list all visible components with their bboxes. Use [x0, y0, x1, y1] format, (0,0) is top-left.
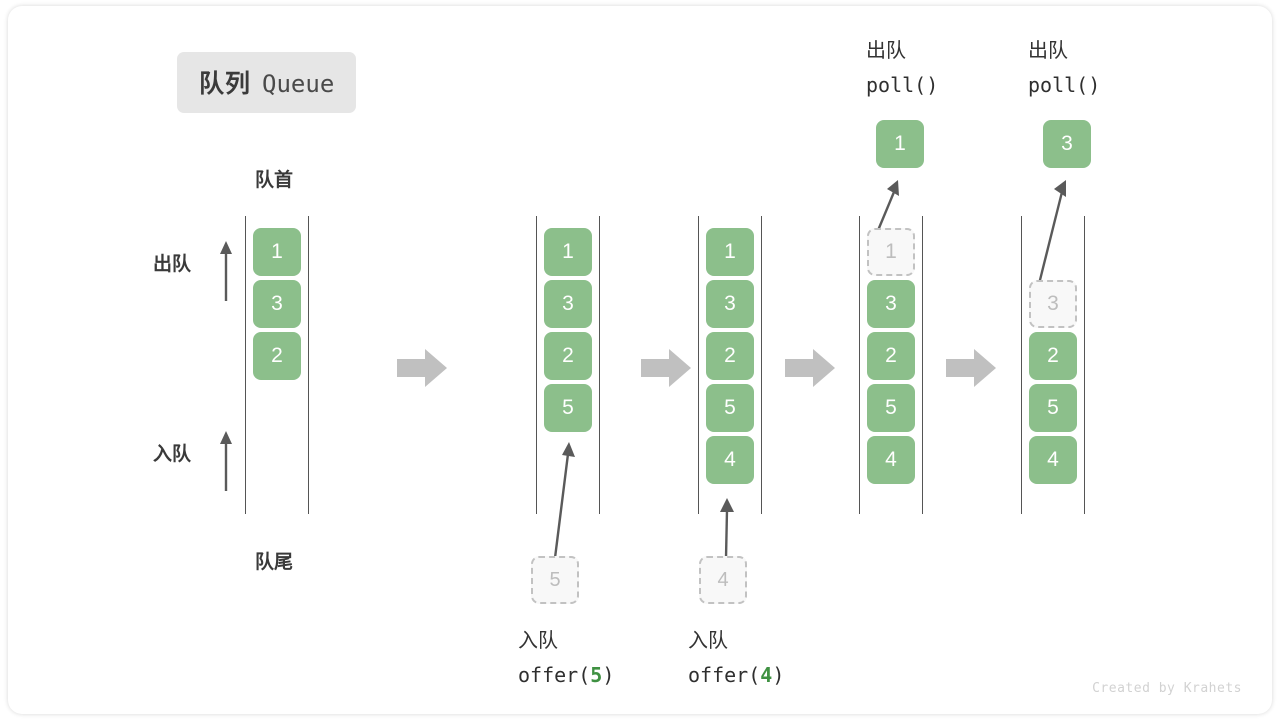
title-chinese: 队列 — [199, 70, 252, 98]
queue-cell: 1 — [544, 228, 592, 276]
queue-cell: 2 — [867, 332, 915, 380]
operation-arg: 5 — [590, 663, 603, 688]
credit-text: Created by Krahets — [1092, 681, 1242, 696]
queue-cell-removed: 3 — [1029, 280, 1077, 328]
rail-right — [761, 216, 762, 514]
queue-column-after-offer-4: 1 3 2 5 4 — [698, 216, 762, 514]
operation-caption-offer-4: 入队 offer(4) — [688, 624, 784, 693]
queue-cell: 2 — [1029, 332, 1077, 380]
queue-cell: 2 — [544, 332, 592, 380]
pending-cell: 4 — [699, 556, 747, 604]
operation-code: offer(4) — [688, 663, 785, 688]
rail-left — [859, 216, 860, 514]
queue-cell-removed: 1 — [867, 228, 915, 276]
queue-cell: 5 — [544, 384, 592, 432]
rail-left — [1021, 216, 1022, 514]
queue-cell: 1 — [706, 228, 754, 276]
queue-column-initial: 1 3 2 — [245, 216, 309, 514]
queue-cell-empty — [1029, 228, 1077, 276]
queue-cell: 5 — [706, 384, 754, 432]
queue-cell: 1 — [253, 228, 301, 276]
flow-arrow-icon — [785, 349, 835, 387]
queue-cell: 3 — [706, 280, 754, 328]
queue-cell: 2 — [253, 332, 301, 380]
rail-right — [1084, 216, 1085, 514]
diagram-canvas: 队列 Queue 队首 队尾 出队 入队 1 3 2 1 3 2 5 — [8, 6, 1272, 714]
cell-stack: 3 2 5 4 — [1029, 228, 1077, 484]
operation-name: 出队 — [866, 40, 906, 62]
operation-caption-poll-3: 出队 poll() — [1028, 34, 1100, 103]
popped-cell: 3 — [1043, 120, 1091, 168]
queue-cell: 4 — [867, 436, 915, 484]
queue-cell: 5 — [1029, 384, 1077, 432]
operation-code: poll() — [866, 73, 939, 98]
queue-column-after-poll-1: 1 3 2 5 4 — [859, 216, 923, 514]
operation-arg: 4 — [760, 663, 773, 688]
operation-code: offer(5) — [518, 663, 615, 688]
queue-cell: 3 — [867, 280, 915, 328]
enqueue-direction-arrow-icon — [220, 431, 232, 491]
title-english: Queue — [262, 70, 335, 98]
operation-fn: offer — [518, 663, 579, 688]
rear-label: 队尾 — [254, 552, 293, 573]
queue-cell: 5 — [867, 384, 915, 432]
operation-fn: offer — [688, 663, 749, 688]
queue-cell: 3 — [253, 280, 301, 328]
diagram-title: 队列 Queue — [177, 52, 357, 113]
pending-cell: 5 — [531, 556, 579, 604]
cell-stack: 1 3 2 5 4 — [706, 228, 754, 484]
popped-cell: 1 — [876, 120, 924, 168]
operation-name: 入队 — [688, 630, 728, 652]
flow-arrow-icon — [397, 349, 447, 387]
operation-caption-poll-1: 出队 poll() — [866, 34, 938, 103]
dequeue-move-arrow-icon — [1035, 180, 1066, 293]
cell-stack: 1 3 2 — [253, 228, 301, 380]
dequeue-side-label: 出队 — [153, 254, 192, 275]
queue-column-after-poll-3: 3 2 5 4 — [1021, 216, 1085, 514]
cell-stack: 1 3 2 5 — [544, 228, 592, 432]
front-label: 队首 — [254, 170, 293, 191]
flow-arrow-icon — [946, 349, 996, 387]
queue-cell: 4 — [706, 436, 754, 484]
rail-right — [308, 216, 309, 514]
rail-left — [698, 216, 699, 514]
enqueue-side-label: 入队 — [153, 444, 192, 465]
enqueue-move-arrow-icon — [720, 498, 734, 559]
operation-caption-offer-5: 入队 offer(5) — [518, 624, 614, 693]
rail-right — [599, 216, 600, 514]
dequeue-direction-arrow-icon — [220, 241, 232, 301]
rail-right — [922, 216, 923, 514]
rail-left — [245, 216, 246, 514]
enqueue-move-arrow-icon — [553, 442, 575, 559]
operation-name: 出队 — [1028, 40, 1068, 62]
queue-column-after-offer-5: 1 3 2 5 — [536, 216, 600, 514]
queue-cell: 3 — [544, 280, 592, 328]
operation-code: poll() — [1028, 73, 1101, 98]
operation-name: 入队 — [518, 630, 558, 652]
rail-left — [536, 216, 537, 514]
flow-arrow-icon — [641, 349, 691, 387]
cell-stack: 1 3 2 5 4 — [867, 228, 915, 484]
queue-cell: 4 — [1029, 436, 1077, 484]
queue-cell: 2 — [706, 332, 754, 380]
